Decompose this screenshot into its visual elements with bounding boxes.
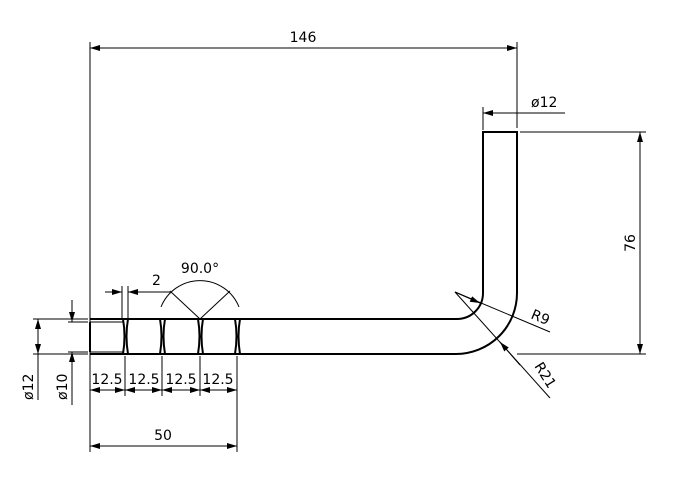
dim-text-top-dia: ø12	[531, 95, 557, 111]
dim-text-146: 146	[290, 30, 317, 46]
dim-text-seg-3: 12.5	[165, 372, 196, 388]
dim-pipe-diameter: ø12	[21, 318, 88, 400]
dim-text-seg-4: 12.5	[202, 372, 233, 388]
dim-height: 76	[517, 131, 646, 355]
dim-groove-angle: 90.0°	[160, 261, 240, 320]
dim-text-r9: R9	[528, 307, 551, 329]
dim-top-diameter: ø12	[482, 95, 565, 130]
dim-text-76: 76	[623, 234, 639, 252]
dim-text-pipe-dia: ø12	[21, 374, 37, 400]
dim-text-seg-1: 12.5	[91, 372, 122, 388]
dim-radii: R9 R21	[454, 291, 559, 399]
dim-segments: 12.5 12.5 12.5 12.5	[90, 356, 238, 452]
grooves	[122, 318, 241, 355]
dim-text-r21: R21	[531, 360, 559, 392]
dim-overall-length: 146	[89, 30, 518, 452]
dim-end-diameter: ø10	[55, 300, 88, 405]
bent-pipe	[89, 131, 518, 355]
dim-text-50: 50	[154, 428, 172, 444]
dim-text-end-dia: ø10	[55, 374, 71, 400]
dim-grooved-length: 50	[90, 428, 237, 449]
dim-text-seg-2: 12.5	[128, 372, 159, 388]
dim-text-angle: 90.0°	[181, 261, 219, 277]
dim-groove-width: 2	[105, 273, 170, 318]
dim-text-2: 2	[152, 273, 161, 289]
